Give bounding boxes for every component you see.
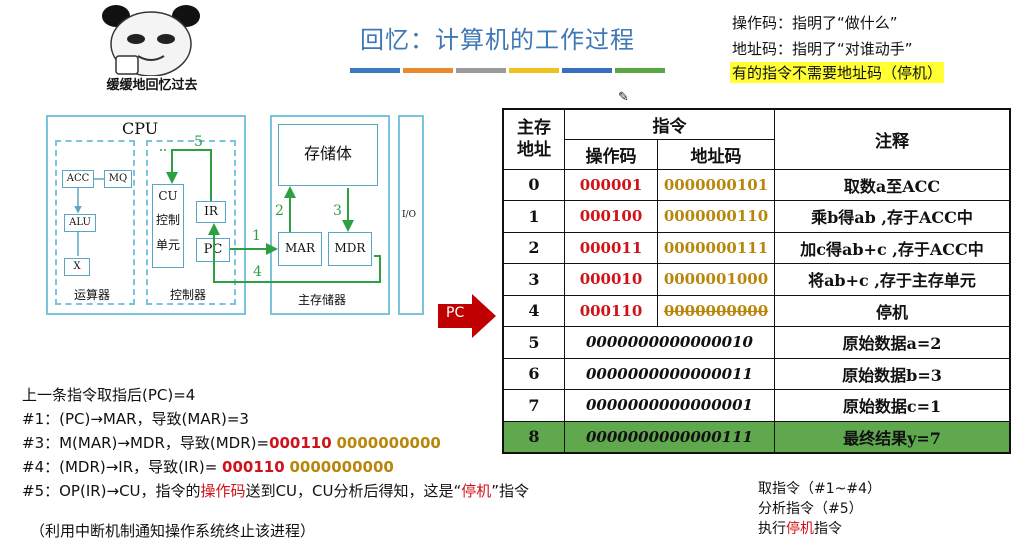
step-1-label: 1 [252, 228, 261, 244]
side-analyze: 分析指令（#5） [758, 501, 863, 517]
pc-pointer-label: PC [446, 305, 465, 321]
table-row: 5 0000000000000010 原始数据a=2 [502, 326, 1011, 359]
table-row: 7 0000000000000001 原始数据c=1 [502, 389, 1011, 422]
table-row: 6 0000000000000011 原始数据b=3 [502, 357, 1011, 390]
table-row: 1 000100 0000000110 乘b得ab ,存于ACC中 [502, 200, 1011, 233]
table-row: 0 000001 0000000101 取数a至ACC [502, 168, 1011, 201]
mq-register: MQ [104, 170, 132, 188]
title-underline-segment [509, 68, 559, 73]
title-underline-segment [403, 68, 453, 73]
alu-group [55, 140, 135, 305]
step-5-text: #5：OP(IR)→CU，指令的操作码送到CU，CU分析后得知，这是“停机”指令 [22, 482, 530, 500]
note-halt: 有的指令不需要地址码（停机） [730, 62, 945, 83]
alu-group-label: 运算器 [74, 288, 111, 302]
meme-sticker [96, 4, 206, 92]
mdr-register: MDR [328, 232, 372, 266]
cpu-label: CPU [122, 119, 159, 138]
mar-register: MAR [278, 232, 322, 266]
step-5-label: 5 [194, 134, 203, 150]
x-register: X [64, 258, 90, 276]
step-3-text: #3：M(MAR)→MDR，导致(MDR)=000110 0000000000 [22, 434, 441, 452]
table-row: 2 000011 0000000111 加c得ab+c ,存于ACC中 [502, 231, 1011, 264]
table-row: 3 000010 0000001000 将ab+c ,存于主存单元 [502, 263, 1011, 296]
cu-label: CU [158, 189, 178, 203]
cpu-box [46, 115, 246, 315]
header-note: 注释 [774, 108, 1011, 170]
step-1-text: #1：(PC)→MAR，导致(MAR)=3 [22, 410, 249, 428]
title-underline-segment [562, 68, 612, 73]
main-memory-box [270, 115, 390, 315]
step-2-label: 2 [275, 203, 284, 219]
step-intro: 上一条指令取指后(PC)=4 [22, 386, 196, 404]
step-4-label: 4 [253, 264, 262, 280]
header-instruction: 指令 [564, 108, 775, 140]
cu-desc-1: 控制 [155, 213, 180, 227]
header-address: 主存地址 [502, 108, 565, 170]
side-execute: 执行停机指令 [758, 521, 842, 537]
acc-register: ACC [62, 170, 94, 188]
header-addrcode: 地址码 [657, 138, 775, 170]
title-underline-segment [456, 68, 506, 73]
diagram-arrows [74, 149, 381, 283]
panda-face-icon [102, 5, 200, 77]
note-opcode: 操作码：指明了“做什么” [732, 14, 898, 32]
title-underline-segment [350, 68, 400, 73]
controller-group [146, 140, 236, 305]
step-4-text: #4：(MDR)→IR，导致(IR)= 000110 0000000000 [22, 458, 394, 476]
header-opcode: 操作码 [564, 138, 658, 170]
storage-body: 存储体 [278, 124, 378, 186]
table-row: 4 000110 0000000000 停机 [502, 294, 1011, 327]
main-memory-label: 主存储器 [298, 293, 347, 307]
side-fetch: 取指令（#1~#4） [758, 481, 882, 497]
cu-desc-2: 单元 [155, 238, 180, 252]
step-3-label: 3 [333, 203, 342, 219]
pencil-cursor-icon: ✎ [618, 90, 629, 105]
pc-pointer-arrow [438, 294, 496, 338]
ir-register: IR [196, 201, 226, 223]
alu-unit: ALU [64, 214, 96, 232]
cu-unit: CU 控制 单元 [152, 184, 184, 268]
footer-note: （利用中断机制通知操作系统终止该进程） [30, 522, 316, 540]
note-address: 地址码：指明了“对谁动手” [732, 40, 913, 58]
controller-label: 控制器 [170, 288, 207, 302]
io-label: I/O [402, 210, 416, 220]
meme-caption: 缓缓地回忆过去 [106, 78, 198, 93]
title-underline-segment [615, 68, 665, 73]
instruction-table: 主存地址 指令 注释 操作码 地址码 0 000001 0000000101 取… [502, 108, 1011, 454]
io-box [398, 115, 424, 315]
table-row-final-result: 8 0000000000000111 最终结果y=7 [502, 420, 1011, 453]
page-title: 回忆：计算机的工作过程 [360, 26, 635, 54]
